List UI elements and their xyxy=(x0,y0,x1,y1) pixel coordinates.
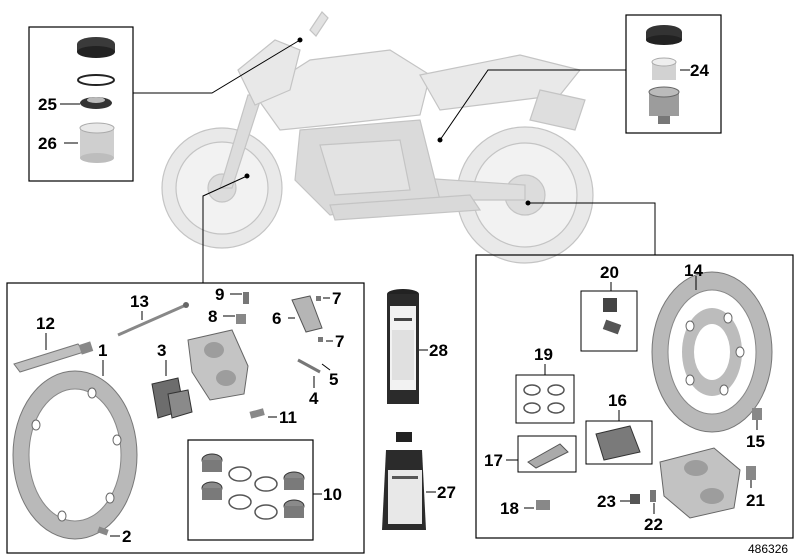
grease-tube-part xyxy=(13,341,94,373)
reservoir-insert-part xyxy=(79,122,115,163)
front-brake-caliper-part xyxy=(187,329,249,401)
callout-15: 15 xyxy=(746,432,765,451)
rear-brake-disc-part xyxy=(651,271,773,433)
callout-9: 9 xyxy=(215,285,224,304)
motorcycle-illustration xyxy=(161,11,594,264)
brake-fluid-bottle-part xyxy=(382,432,426,530)
callout-16: 16 xyxy=(608,391,627,410)
callout-11: 11 xyxy=(279,408,297,427)
callout-8: 8 xyxy=(208,307,217,326)
callout-21: 21 xyxy=(746,491,765,510)
callout-12: 12 xyxy=(36,314,55,333)
rear-disc-screw-part xyxy=(752,408,762,420)
sensor-screw-part xyxy=(602,298,622,335)
detail-box-front-brake xyxy=(6,282,365,554)
leader-lines xyxy=(133,37,656,283)
rear-caliper-bolt-part xyxy=(746,466,756,480)
rear-bleed-valve-part xyxy=(630,490,656,504)
callout-17: 17 xyxy=(484,451,503,470)
callout-25: 25 xyxy=(38,95,57,114)
callout-10: 10 xyxy=(323,485,342,504)
callout-23: 23 xyxy=(597,492,616,511)
callout-22: 22 xyxy=(644,515,663,534)
o-rings-part xyxy=(523,384,565,414)
callout-4: 4 xyxy=(309,389,319,408)
reservoir-cap-part xyxy=(77,37,115,109)
disc-screw-part xyxy=(97,526,109,536)
detail-box-rear-reservoir xyxy=(625,14,722,134)
callout-2: 2 xyxy=(122,527,131,546)
pin-part xyxy=(117,302,189,337)
detail-box-20 xyxy=(580,290,638,352)
reference-number: 486326 xyxy=(748,542,788,556)
callout-6: 6 xyxy=(272,309,281,328)
callout-24: 24 xyxy=(690,61,709,80)
detail-box-19 xyxy=(515,374,575,424)
rear-pads-part xyxy=(595,425,641,461)
detail-box-rear-brake xyxy=(475,254,794,539)
rear-clip-part xyxy=(536,500,550,510)
callout-27: 27 xyxy=(437,483,456,502)
rear-brake-caliper-part xyxy=(659,447,741,519)
front-brake-pads-part xyxy=(151,377,193,419)
front-brake-disc-part xyxy=(12,370,138,540)
callout-13: 13 xyxy=(130,292,149,311)
callout-19: 19 xyxy=(534,345,553,364)
callout-7b: 7 xyxy=(335,332,344,351)
callout-1: 1 xyxy=(98,341,107,360)
repair-kit-pistons-seals xyxy=(201,453,305,520)
detail-box-17 xyxy=(517,435,577,473)
callout-7a: 7 xyxy=(332,289,341,308)
pad-spring-part xyxy=(527,443,569,469)
caliper-bolt-part xyxy=(249,408,265,419)
rear-reservoir-parts xyxy=(646,25,682,124)
detail-box-front-reservoir xyxy=(28,26,134,182)
callout-14: 14 xyxy=(684,261,703,280)
callout-3: 3 xyxy=(157,341,166,360)
callout-5: 5 xyxy=(329,370,338,389)
callout-18: 18 xyxy=(500,499,519,518)
detail-box-repair-kit xyxy=(187,439,314,541)
bleed-valve-part xyxy=(236,292,249,324)
spray-can-part xyxy=(387,289,419,404)
callout-28: 28 xyxy=(429,341,448,360)
callout-26: 26 xyxy=(38,134,57,153)
abs-bracket-part xyxy=(291,295,323,374)
callout-20: 20 xyxy=(600,263,619,282)
